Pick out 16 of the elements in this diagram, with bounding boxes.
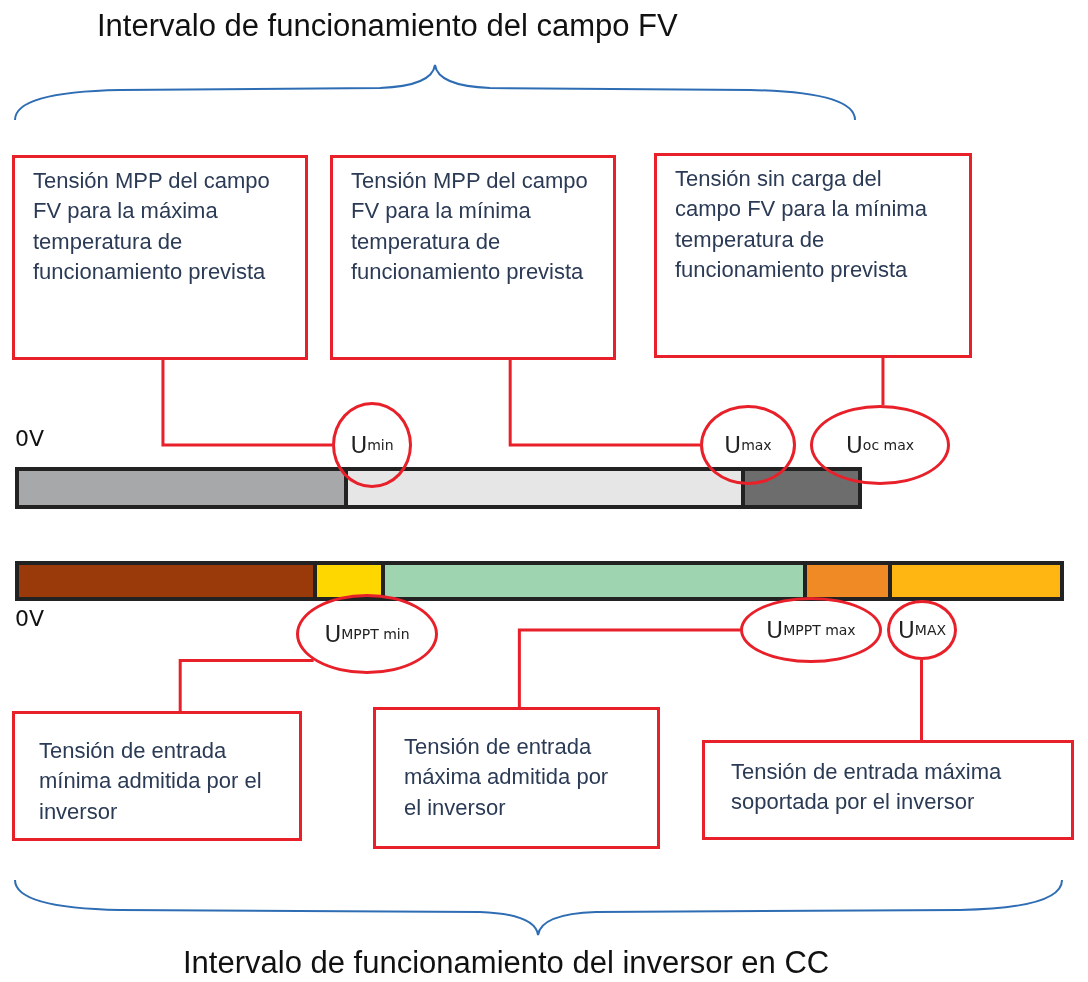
leader-line [881,358,885,406]
callout-box: Tensión MPP del campo FV para la máxima temperatura de funcionamiento prevista [12,155,308,360]
callout-box: Tensión de entrada máxima admitida por el inversor [373,707,660,849]
leader-line [920,660,923,740]
leader-line [178,658,314,711]
leader-line [508,360,700,447]
range-label: Intervalo de funcionamiento del campo FV [97,8,678,44]
range-label: Intervalo de funcionamiento del inversor en CC [183,945,830,981]
voltage-label: 0V [15,426,45,451]
voltage-label: 0V [15,606,45,631]
callout-box: Tensión sin carga del campo FV para la mínima temperatura de funcionamiento prevista [654,153,972,358]
leader-line [517,628,740,707]
callout-box: Tensión de entrada mínima admitida por el inversor [12,711,302,841]
leader-line [161,360,332,447]
callout-box: Tensión MPP del campo FV para la mínima temperatura de funcionamiento prevista [330,155,616,360]
callout-box: Tensión de entrada máxima soportada por el inversor [702,740,1074,840]
